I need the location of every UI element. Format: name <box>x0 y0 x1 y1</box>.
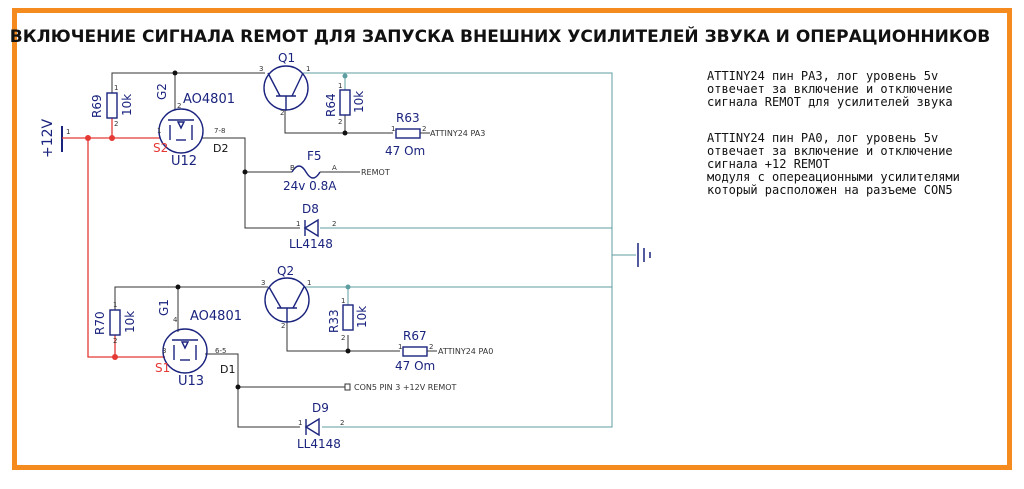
pin-label: 1 <box>114 84 118 92</box>
r64-ref: R64 <box>324 93 338 117</box>
f5-value: 24v 0.8A <box>283 179 337 193</box>
pin-label: 6-5 <box>215 347 226 355</box>
r69-ref: R69 <box>90 94 104 118</box>
mosfet-u13-symbol <box>162 328 208 374</box>
pin-label: 1 <box>307 279 311 287</box>
transistor-q1-symbol <box>263 65 309 111</box>
pin-label: 1 <box>296 220 300 228</box>
diode-d8-symbol <box>303 218 319 238</box>
net-label-pa3: ATTINY24 PA3 <box>430 129 485 138</box>
r63-value: 47 Om <box>385 144 425 158</box>
pin-label: B <box>290 164 295 172</box>
r33-ref: R33 <box>327 309 341 333</box>
note-line: который расположен на разъеме CON5 <box>707 183 953 197</box>
r64-value: 10k <box>352 91 366 113</box>
u13-ref: U13 <box>178 374 204 389</box>
pin-label: 2 <box>429 343 433 351</box>
pin-label: 2 <box>332 220 336 228</box>
r67-value: 47 Om <box>395 359 435 373</box>
u12-part: AO4801 <box>183 92 235 107</box>
note-line: ATTINY24 пин PA3, лог уровень 5v <box>707 69 939 83</box>
resistor-r70 <box>109 309 121 336</box>
diode-d9-symbol <box>304 417 320 437</box>
pin-label: 1 <box>66 128 70 136</box>
u13-part: AO4801 <box>190 309 242 324</box>
power-label: +12V <box>40 118 56 158</box>
orange-border-frame <box>12 8 1012 470</box>
note-line: сигнала +12 REMOT <box>707 157 830 171</box>
resistor-r33 <box>342 304 354 331</box>
note-line: отвечает за включение и отключение <box>707 82 953 96</box>
note-line: сигнала REMOT для усилителей звука <box>707 95 953 109</box>
net-label-pa0: ATTINY24 PA0 <box>438 347 493 356</box>
u12-drain-label: D2 <box>213 142 228 155</box>
d9-ref: D9 <box>312 401 329 415</box>
pin-label: 2 <box>338 118 342 126</box>
d8-part: LL4148 <box>289 237 333 251</box>
title: ВКЛЮЧЕНИЕ СИГНАЛА REMOT ДЛЯ ЗАПУСКА ВНЕШ… <box>10 25 990 47</box>
r33-value: 10k <box>355 306 369 328</box>
u13-source-label: S1 <box>155 361 170 375</box>
note-line: отвечает за включение и отключение <box>707 144 953 158</box>
resistor-r64 <box>339 89 351 116</box>
net-label-con5: CON5 PIN 3 +12V REMOT <box>354 383 457 392</box>
resistor-r67 <box>402 346 428 357</box>
r69-value: 10k <box>120 94 134 116</box>
q2-ref: Q2 <box>277 264 294 278</box>
resistor-r69 <box>106 92 118 119</box>
pin-label: 1 <box>398 343 402 351</box>
pin-label: A <box>332 164 337 172</box>
note-line: модуля с опереационными усилителями <box>707 170 960 184</box>
pin-label: 1 <box>306 65 310 73</box>
pin-label: 1 <box>298 419 302 427</box>
ground-net-wires <box>303 72 636 428</box>
pin-label: 1 <box>391 125 395 133</box>
pin-label: 1 <box>157 127 161 135</box>
r67-ref: R67 <box>403 329 427 343</box>
note-pa0: ATTINY24 пин PA0, лог уровень 5v отвечае… <box>707 132 960 197</box>
pin-label: 1 <box>113 301 117 309</box>
f5-ref: F5 <box>307 149 322 163</box>
pin-label: 4 <box>173 316 178 324</box>
pin-label: 2 <box>280 109 284 117</box>
power-junctions <box>85 135 118 360</box>
r70-value: 10k <box>123 311 137 333</box>
u12-ref: U12 <box>171 154 197 169</box>
transistor-q2-symbol <box>264 277 310 323</box>
r70-ref: R70 <box>93 311 107 335</box>
resistor-r63 <box>395 128 421 139</box>
d8-ref: D8 <box>302 202 319 216</box>
d9-part: LL4148 <box>297 437 341 451</box>
pin-label: 2 <box>114 120 118 128</box>
note-pa3: ATTINY24 пин PA3, лог уровень 5v отвечае… <box>707 70 953 109</box>
junctions <box>172 70 351 390</box>
signal-wires <box>111 72 400 428</box>
pin-label: 7-8 <box>214 127 225 135</box>
fuse-f5 <box>291 165 321 179</box>
pin-label: 3 <box>162 347 166 355</box>
u12-gate-label: G2 <box>155 83 169 100</box>
u12-source-label: S2 <box>153 141 168 155</box>
pin-label: 1 <box>338 82 342 90</box>
connector-port-icon <box>344 383 351 391</box>
pin-label: 2 <box>177 102 181 110</box>
power-net-wires <box>62 118 165 358</box>
pin-label: 2 <box>341 334 345 342</box>
u13-drain-label: D1 <box>220 363 235 376</box>
pin-label: 2 <box>340 419 344 427</box>
pin-label: 2 <box>113 337 117 345</box>
note-line: ATTINY24 пин PA0, лог уровень 5v <box>707 131 939 145</box>
pin-label: 2 <box>422 125 426 133</box>
pin-label: 1 <box>341 297 345 305</box>
net-label-remot: REMOT <box>361 168 390 177</box>
r63-ref: R63 <box>396 111 420 125</box>
pin-label: 3 <box>261 279 265 287</box>
ground-icon <box>637 243 651 267</box>
q1-ref: Q1 <box>278 51 295 65</box>
u13-gate-label: G1 <box>157 299 171 316</box>
pin-label: 3 <box>259 65 263 73</box>
mosfet-u12-symbol <box>158 108 204 154</box>
pin-label: 2 <box>281 322 285 330</box>
ground-junctions <box>342 73 351 290</box>
